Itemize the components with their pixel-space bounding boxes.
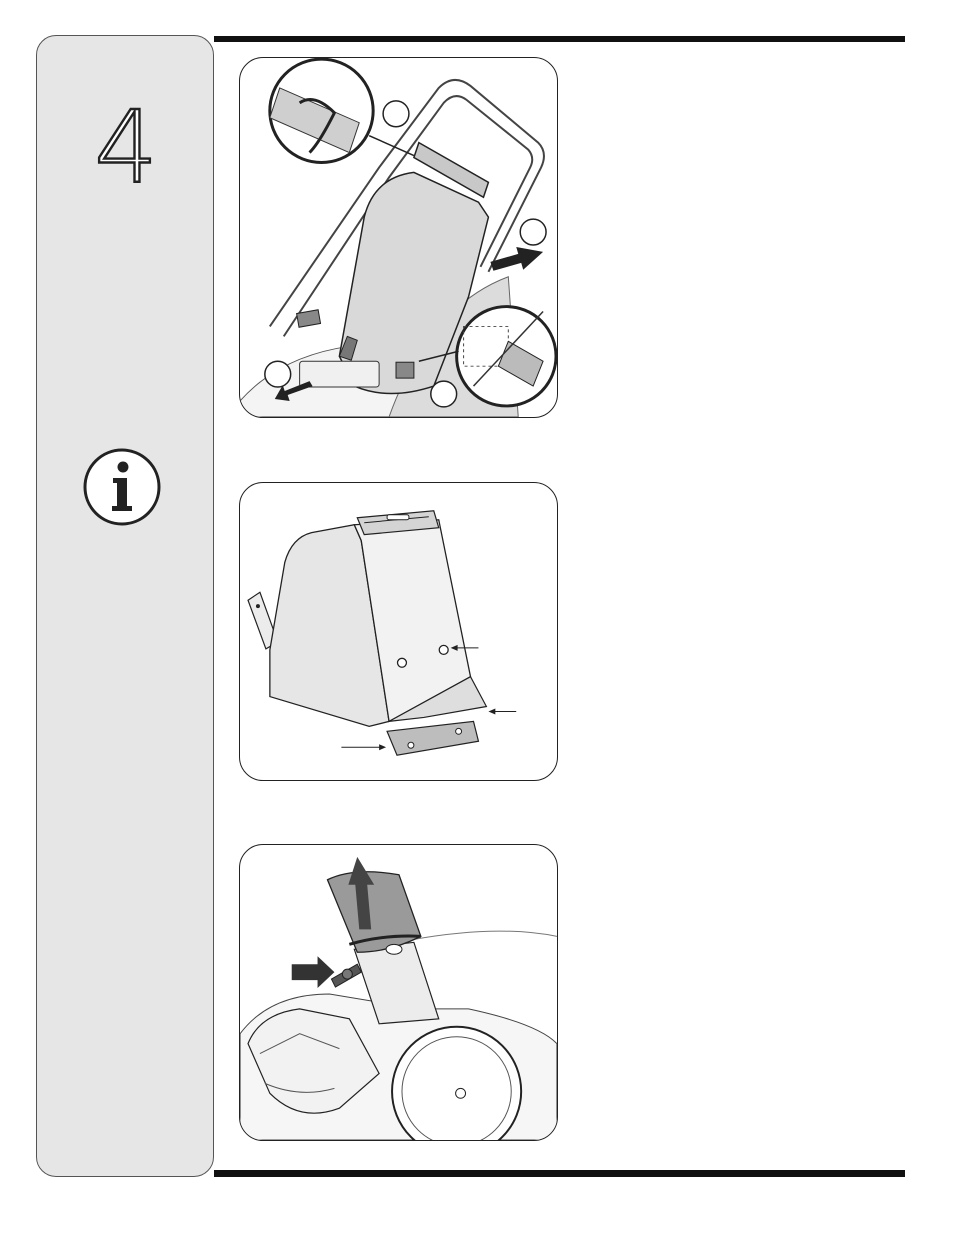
figure-remove-bag-mower bbox=[239, 57, 558, 418]
figure-bag-detail bbox=[239, 482, 558, 781]
section-number: 4 bbox=[37, 98, 215, 198]
figure-2-illustration bbox=[240, 483, 557, 780]
callout-circle bbox=[520, 219, 546, 245]
top-rule bbox=[214, 36, 905, 42]
figure-3-illustration bbox=[240, 845, 557, 1140]
sidebar-panel: 4 bbox=[36, 35, 214, 1177]
callout-circle bbox=[265, 361, 291, 387]
arrow-icon bbox=[292, 956, 335, 988]
figure-1-illustration bbox=[240, 58, 557, 417]
bottom-rule bbox=[214, 1170, 905, 1177]
callout-circle bbox=[431, 381, 457, 407]
info-icon bbox=[83, 448, 161, 526]
figure-chute-removal bbox=[239, 844, 558, 1141]
callout-circle bbox=[383, 101, 409, 127]
